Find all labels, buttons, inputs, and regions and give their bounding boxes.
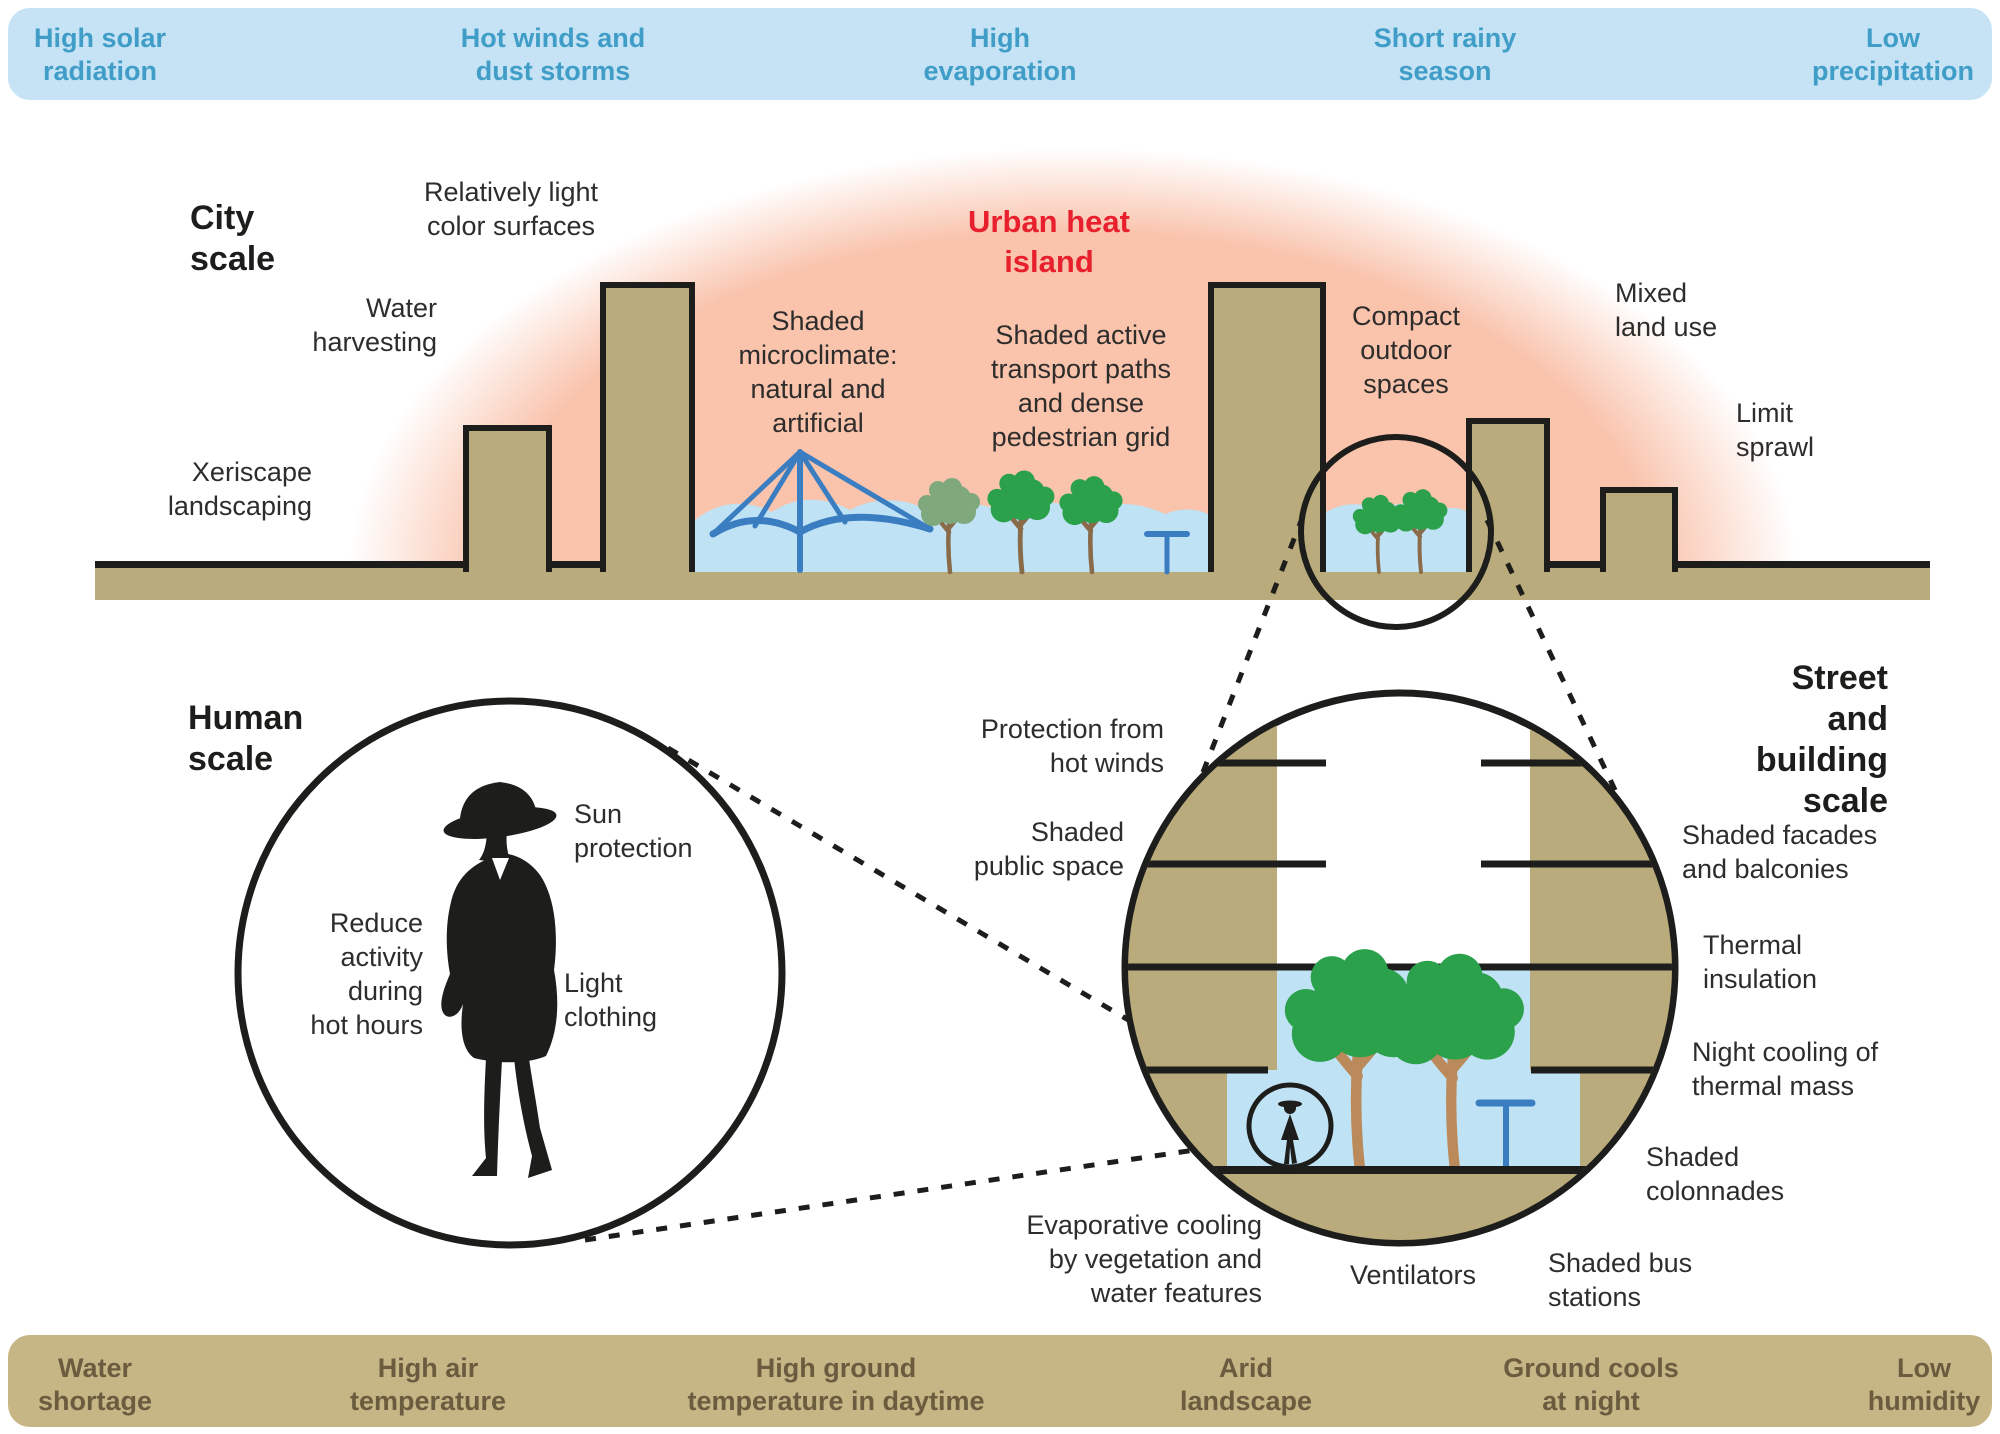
label-protection-hot-winds: Protection from hot winds (980, 714, 1164, 778)
label-night-cooling: Night cooling of thermal mass (1692, 1037, 1879, 1101)
building (463, 425, 552, 572)
site-condition-label: High ground temperature in daytime (687, 1353, 985, 1416)
street-building-right (1530, 696, 1672, 1070)
building (1466, 418, 1550, 572)
person-silhouette (1278, 1100, 1302, 1164)
label-compact-outdoor: Compact outdoor spaces (1351, 301, 1461, 399)
label-relatively-light: Relatively light color surfaces (423, 177, 599, 241)
climate-factor-label: Short rainy season (1373, 23, 1517, 86)
label-mixed-land-use: Mixed land use (1615, 278, 1718, 342)
label-shaded-bus: Shaded bus stations (1548, 1248, 1693, 1312)
shaded-street-zone (1227, 1070, 1580, 1170)
label-limit-sprawl: Limit sprawl (1736, 398, 1815, 462)
site-conditions-bottom-bar (8, 1335, 1992, 1427)
building (1208, 282, 1326, 572)
label-thermal-insulation: Thermal insulation (1703, 930, 1818, 994)
label-water-harvesting: Water harvesting (312, 293, 437, 357)
climate-factor-label: Hot winds and dust storms (460, 23, 646, 86)
ventilator-icon (1475, 1099, 1536, 1173)
label-shaded-transport: Shaded active transport paths and dense … (990, 320, 1172, 452)
label-xeriscape: Xeriscape landscaping (167, 457, 312, 521)
label-light-clothing: Light clothing (564, 968, 658, 1032)
building (1600, 487, 1678, 572)
building (600, 282, 695, 572)
label-reduce-activity: Reduce activity during hot hours (310, 908, 423, 1040)
street-scale-circle (1121, 689, 1679, 1247)
person-magnifier-circle (1246, 1082, 1334, 1170)
balcony-lines (1128, 759, 1672, 1074)
label-evaporative-cooling: Evaporative cooling by vegetation and wa… (1026, 1210, 1262, 1308)
site-condition-label: Arid landscape (1179, 1353, 1313, 1416)
site-condition-label: High air temperature (349, 1353, 507, 1416)
colonnade-left (1128, 1070, 1227, 1170)
ground-strip (95, 568, 1930, 600)
label-shaded-public-space: Shaded public space (973, 817, 1124, 881)
climate-factor-label: High solar radiation (33, 23, 167, 86)
label-shaded-microclimate: Shaded microclimate: natural and artific… (738, 306, 898, 438)
climate-factor-label: Low precipitation (1811, 23, 1975, 86)
urban-heat-island-label: Urban heat island (968, 204, 1130, 279)
tree-icon (1381, 954, 1524, 1170)
site-condition-label: Water shortage (37, 1353, 153, 1416)
label-ventilators: Ventilators (1349, 1260, 1477, 1290)
climate-factors-top-bar (8, 8, 1992, 100)
label-shaded-colonnades: Shaded colonnades (1646, 1142, 1785, 1206)
city-scale-title: City scale (190, 199, 276, 278)
site-condition-label: Low humidity (1867, 1353, 1981, 1416)
woman-silhouette (441, 782, 558, 1178)
label-shaded-facades: Shaded facades and balconies (1682, 820, 1878, 884)
climate-factor-label: High evaporation (923, 23, 1077, 86)
shaded-street-zone (1277, 967, 1530, 1170)
label-sun-protection: Sun protection (574, 799, 693, 863)
site-condition-label: Ground cools at night (1503, 1353, 1679, 1416)
street-scale-title: Street and building scale (1755, 659, 1888, 820)
human-scale-title: Human scale (188, 699, 304, 778)
tree-icon (1285, 949, 1431, 1170)
